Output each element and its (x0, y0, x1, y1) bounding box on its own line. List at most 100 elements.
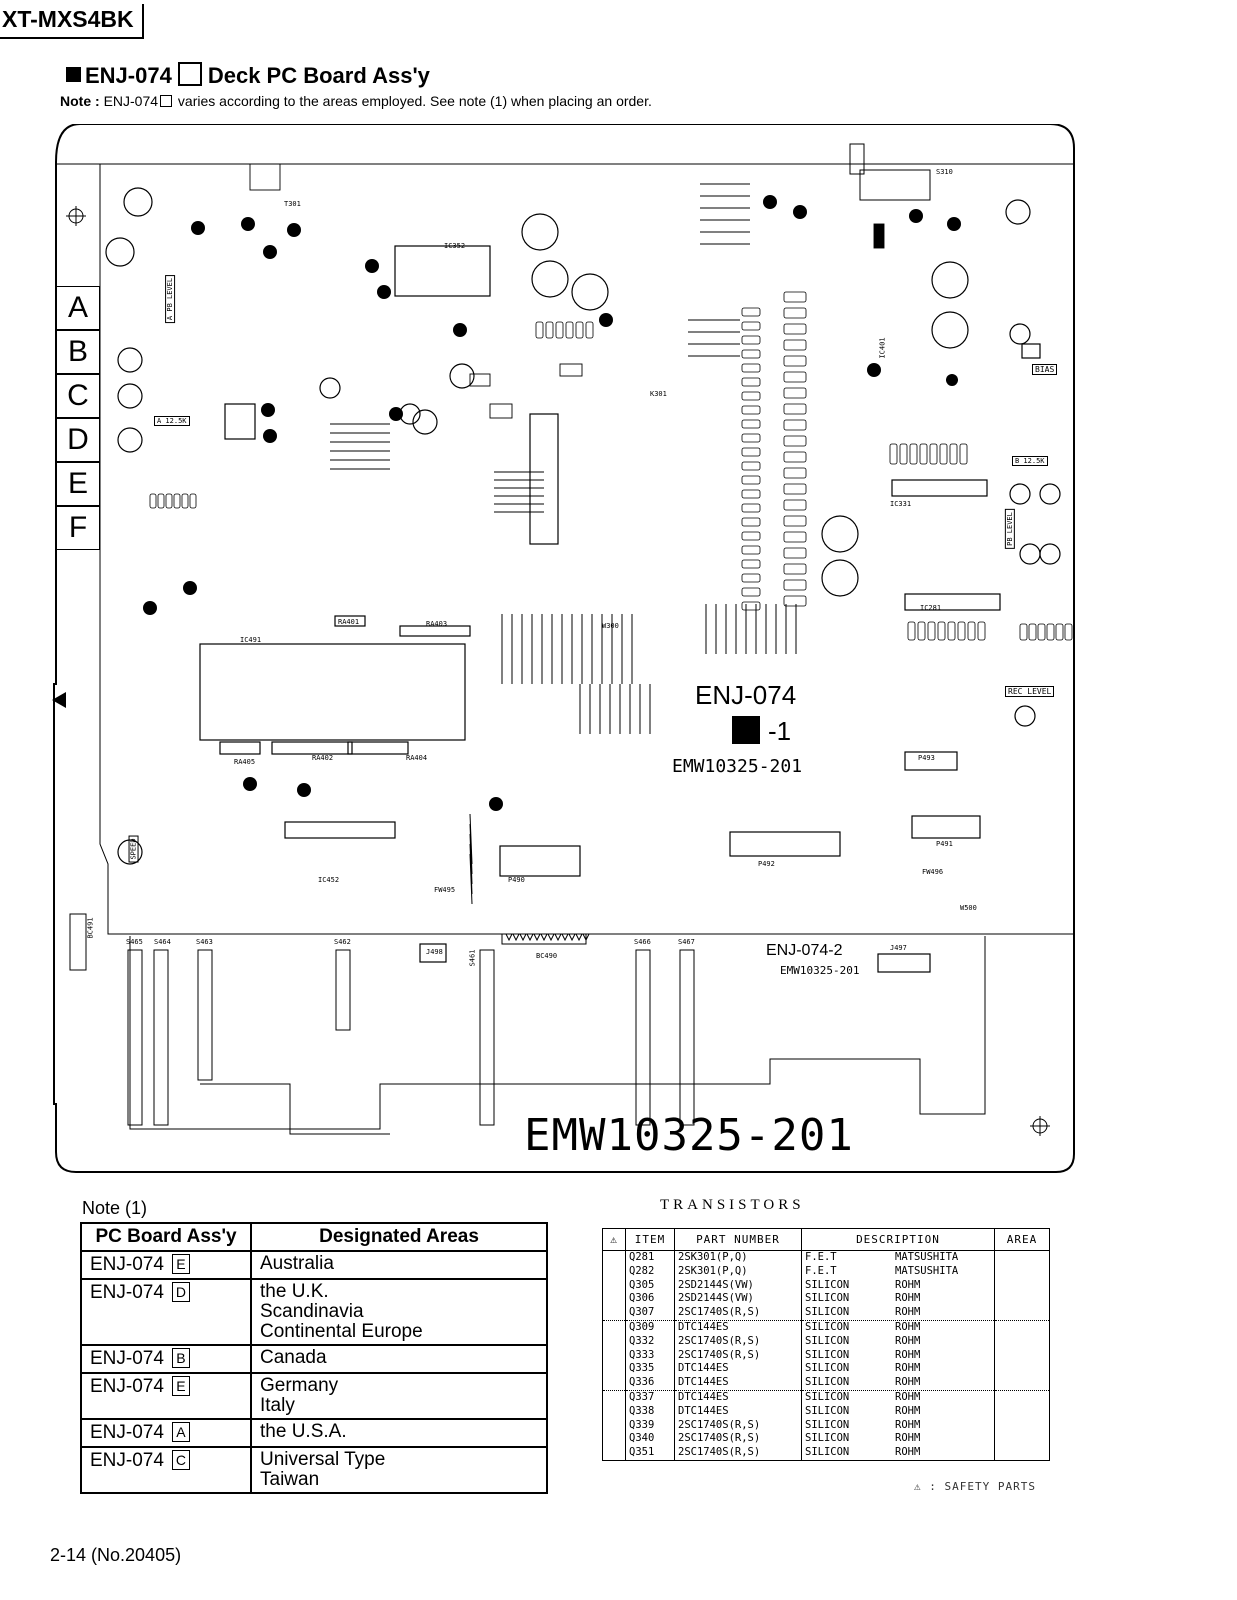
transistor-maker: MATSUSHITA (895, 1264, 959, 1277)
area-letter-box: B (171, 1348, 190, 1368)
col-area: AREA (994, 1228, 1050, 1251)
transistor-item: Q306 (625, 1292, 675, 1307)
transistor-part: DTC144ES (674, 1376, 802, 1391)
title-board: ENJ-074 (85, 63, 172, 88)
transistor-type: SILICON (805, 1278, 850, 1291)
transistor-maker: ROHM (895, 1292, 921, 1305)
area-letter-box: E (171, 1254, 190, 1274)
label-ic352: IC352 (444, 242, 466, 250)
area-board-cell: ENJ-074 E (80, 1250, 252, 1280)
transistor-maker: ROHM (895, 1348, 921, 1361)
label-a-12-5k: A 12.5K (154, 416, 190, 426)
area-board: ENJ-074 (90, 1254, 164, 1275)
transistor-area (994, 1389, 1050, 1405)
area-name: Australia (260, 1253, 334, 1274)
transistor-maker: ROHM (895, 1334, 921, 1347)
transistor-part: 2SC1740S(R,S) (674, 1418, 802, 1433)
label-j497: J497 (890, 944, 907, 952)
col-item: ITEM (625, 1228, 675, 1251)
area-board: ENJ-074 (90, 1282, 164, 1303)
transistor-maker: ROHM (895, 1376, 921, 1389)
label-speed: SPEED (128, 835, 139, 863)
label-ic491: IC491 (240, 636, 262, 644)
transistor-maker: ROHM (895, 1320, 921, 1333)
label-ic401: IC401 (878, 337, 887, 359)
transistor-part: DTC144ES (674, 1389, 802, 1405)
transistor-maker: ROHM (895, 1446, 921, 1459)
transistor-type: SILICON (805, 1404, 850, 1417)
label-s466: S466 (634, 938, 651, 946)
transistor-item: Q307 (625, 1306, 675, 1321)
col-safety: ⚠ (602, 1228, 626, 1251)
transistor-safety (602, 1319, 626, 1335)
transistor-safety (602, 1264, 626, 1279)
transistor-part: 2SC1740S(R,S) (674, 1446, 802, 1461)
transistor-type: SILICON (805, 1446, 850, 1459)
area-letter-box: C (171, 1450, 190, 1470)
transistor-safety (602, 1334, 626, 1349)
transistor-type: SILICON (805, 1320, 850, 1333)
pc-board-drawing: A B C D E F ENJ-074 -1 EMW10325-201 ENJ-… (50, 124, 1080, 1176)
transistor-item: Q333 (625, 1348, 675, 1363)
transistor-item: Q309 (625, 1319, 675, 1335)
transistor-type: SILICON (805, 1306, 850, 1319)
label-b-12-5k: B 12.5K (1012, 456, 1048, 466)
label-ra404: RA404 (406, 754, 428, 762)
label-bc491: BC491 (86, 917, 95, 939)
label-ic281: IC281 (920, 604, 942, 612)
label-p493: P493 (918, 754, 935, 762)
transistor-part: DTC144ES (674, 1404, 802, 1419)
board-name: ENJ-074 (695, 680, 797, 710)
label-rec-level: REC LEVEL (1005, 686, 1055, 697)
transistor-part: DTC144ES (674, 1362, 802, 1377)
label-a-pb-level: A PB LEVEL (165, 274, 176, 324)
area-letter: C (56, 374, 100, 418)
transistor-part: 2SC1740S(R,S) (674, 1306, 802, 1321)
label-fw496: FW496 (922, 868, 944, 876)
transistor-part: 2SK301(P,Q) (674, 1250, 802, 1265)
transistor-desc: SILICON ROHM (801, 1319, 995, 1335)
board-code-large: EMW10325-201 (524, 1110, 854, 1161)
label-bias: BIAS (1032, 364, 1058, 375)
col-part: PART NUMBER (674, 1228, 802, 1251)
page-number: 2-14 (No.20405) (50, 1545, 182, 1565)
transistor-item: Q281 (625, 1250, 675, 1265)
transistor-maker: MATSUSHITA (895, 1251, 959, 1263)
label-ra402: RA402 (312, 754, 334, 762)
transistor-part: 2SC1740S(R,S) (674, 1432, 802, 1447)
area-letter: E (56, 462, 100, 506)
model-tag: XT-MXS4BK (0, 4, 144, 39)
label-s462: S462 (334, 938, 351, 946)
label-pb-level: PB LEVEL (1004, 509, 1015, 549)
transistor-part: 2SK301(P,Q) (674, 1264, 802, 1279)
label-p491: P491 (936, 840, 953, 848)
note-box-icon (160, 95, 173, 107)
transistor-safety (602, 1446, 626, 1461)
transistor-maker: ROHM (895, 1306, 921, 1319)
area-letter: D (56, 418, 100, 462)
